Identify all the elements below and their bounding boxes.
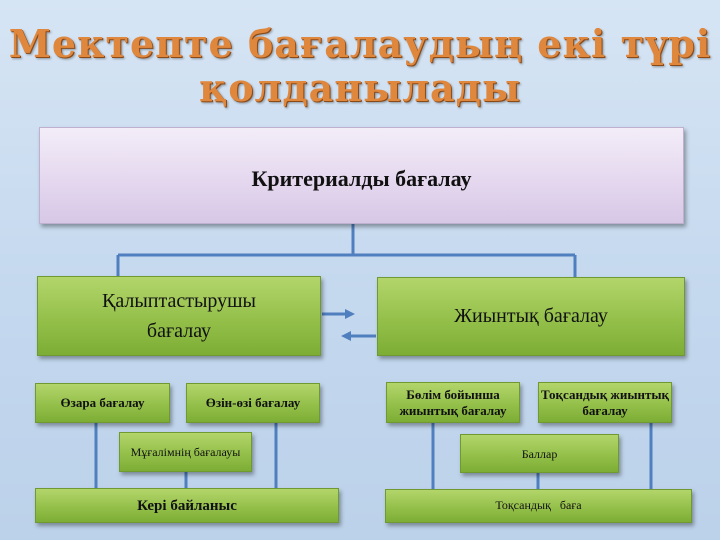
arrow-right-head [345, 309, 355, 319]
teacher-assessment-label: Мұғалімнің бағалауы [130, 445, 241, 459]
term-summative-box: Тоқсандық жиынтық бағалау [538, 382, 672, 423]
unit-summative-label: Бөлім бойынша жиынтық бағалау [399, 386, 507, 418]
arrow-left-head [341, 331, 351, 341]
teacher-assessment-box: Мұғалімнің бағалауы [119, 432, 252, 472]
term-summative-label: Тоқсандық жиынтық бағалау [540, 386, 670, 418]
slide-title-line-2: қолданылады [198, 65, 522, 110]
criteria-assessment-label: Критериалды бағалау [251, 166, 472, 191]
points-box: Баллар [460, 434, 619, 473]
formative-assessment-box: Қалыптастырушы бағалау [37, 276, 321, 356]
formative-assessment-line-2: бағалау [146, 320, 212, 342]
term-grade-box: Тоқсандық баға [385, 489, 692, 523]
feedback-label: Кері байланыс [137, 497, 237, 514]
self-assessment-label: Өзін-өзі бағалау [205, 395, 301, 410]
summative-assessment-label: Жиынтық бағалау [454, 305, 608, 327]
peer-assessment-box: Өзара бағалау [35, 383, 170, 423]
self-assessment-box: Өзін-өзі бағалау [186, 383, 320, 423]
peer-assessment-label: Өзара бағалау [60, 395, 145, 410]
formative-assessment-line-1: Қалыптастырушы [101, 290, 256, 312]
slide-title: Мектепте бағалаудың екі түрі қолданылады [0, 22, 720, 110]
unit-summative-box: Бөлім бойынша жиынтық бағалау [386, 382, 520, 423]
term-grade-label: Тоқсандық баға [495, 498, 582, 512]
criteria-assessment-box: Критериалды бағалау [39, 127, 684, 224]
summative-assessment-box: Жиынтық бағалау [377, 277, 685, 356]
feedback-box: Кері байланыс [35, 488, 339, 523]
slide-title-line-1: Мектепте бағалаудың екі түрі [8, 21, 712, 66]
points-label: Баллар [521, 446, 558, 461]
